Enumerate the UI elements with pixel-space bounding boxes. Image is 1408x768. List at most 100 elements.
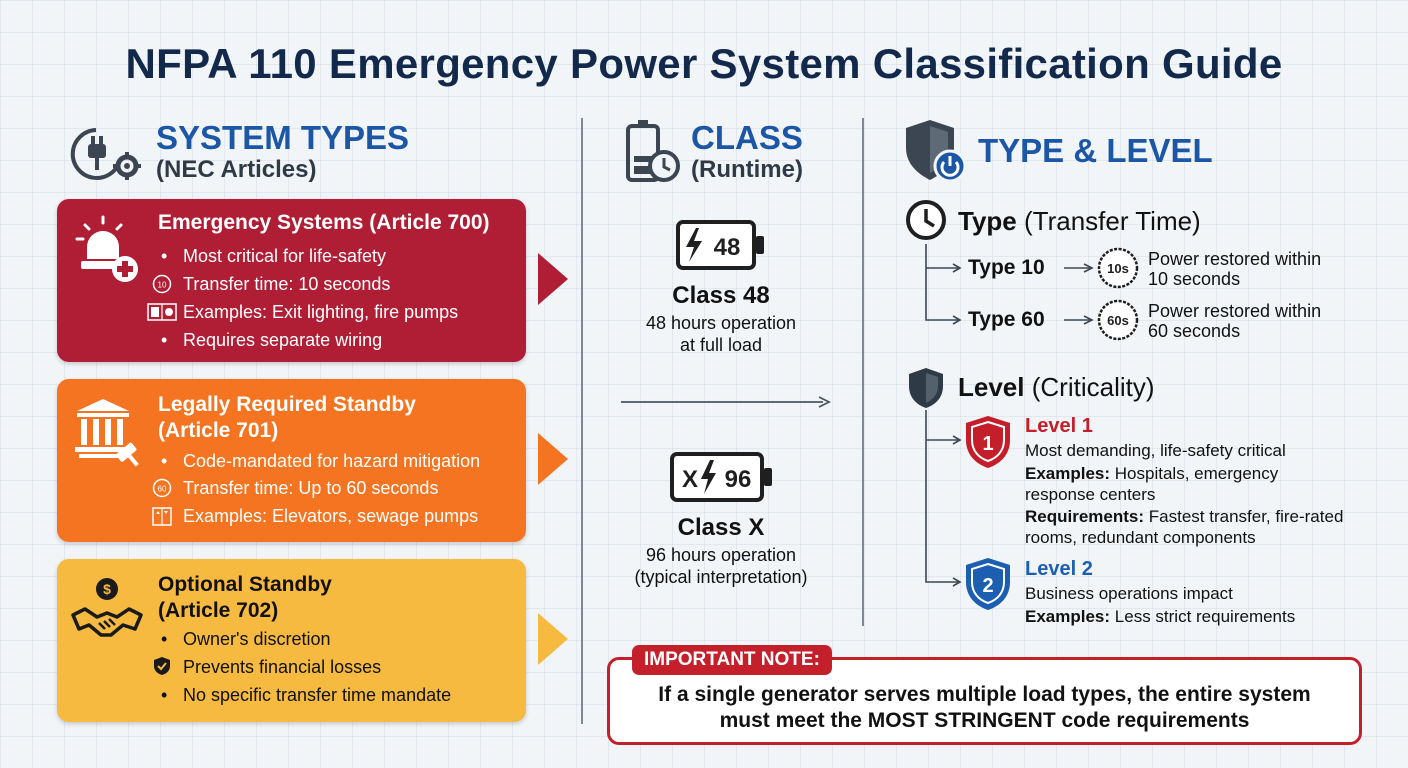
bullet-dot: • bbox=[161, 685, 168, 705]
handshake-dollar-icon: $ bbox=[71, 578, 143, 637]
level-1-requirements-2: rooms, redundant components bbox=[1025, 528, 1256, 547]
level-2-shield-icon: 2 bbox=[966, 558, 1010, 610]
level-1-req-label: Requirements: bbox=[1025, 507, 1145, 526]
optional-line-3: No specific transfer time mandate bbox=[183, 685, 452, 705]
legally-required-card-title-1: Legally Required Standby bbox=[158, 393, 416, 416]
class-48-desc-1: 48 hours operation bbox=[645, 313, 797, 333]
elevator-icon bbox=[152, 507, 172, 526]
battery-48-label: 48 bbox=[714, 234, 741, 261]
type-60-badge: 60s bbox=[1107, 313, 1129, 328]
level-2-examples-text: Less strict requirements bbox=[1114, 607, 1296, 626]
system-types-subheading: (NEC Articles) bbox=[156, 156, 317, 183]
level-1-badge: 1 bbox=[982, 433, 993, 455]
emergency-line-1: Most critical for life-safety bbox=[183, 246, 387, 266]
emergency-line-2: Transfer time: 10 seconds bbox=[183, 274, 391, 294]
type-10-desc-2: 10 seconds bbox=[1148, 269, 1241, 289]
class-48-desc-2: at full load bbox=[679, 335, 763, 355]
page-title: NFPA 110 Emergency Power System Classifi… bbox=[125, 40, 1283, 87]
emergency-line-4: Requires separate wiring bbox=[183, 330, 383, 350]
level-1-title: Level 1 bbox=[1025, 415, 1093, 437]
bullet-dot: • bbox=[161, 330, 168, 350]
level-tree-connectors bbox=[925, 410, 962, 587]
type-level-heading: TYPE & LEVEL bbox=[978, 132, 1213, 169]
type-60-desc-1: Power restored within bbox=[1148, 301, 1322, 321]
class-x-name: Class X bbox=[677, 514, 765, 541]
timer-icon: 10 bbox=[152, 274, 172, 294]
shield-icon bbox=[909, 368, 943, 408]
clock-icon bbox=[906, 200, 946, 240]
type-10-desc-1: Power restored within bbox=[1148, 249, 1322, 269]
emergency-arrow-icon bbox=[538, 253, 568, 305]
note-line-2: must meet the MOST STRINGENT code requir… bbox=[719, 709, 1250, 732]
exit-sign-icon bbox=[147, 303, 177, 321]
level-1-examples-text: Hospitals, emergency bbox=[1114, 464, 1279, 483]
legally-required-card-title-2: (Article 701) bbox=[158, 419, 279, 442]
emergency-line-3: Examples: Exit lighting, fire pumps bbox=[183, 302, 459, 322]
level-2-examples: Examples: Less strict requirements bbox=[1025, 606, 1295, 627]
legally-required-line-3: Examples: Elevators, sewage pumps bbox=[183, 506, 479, 526]
type-header-bold: Type bbox=[958, 206, 1017, 236]
optional-standby-arrow-icon bbox=[538, 613, 568, 665]
timer-badge-text: 10 bbox=[158, 281, 167, 290]
level-1-req-text: Fastest transfer, fire-rated bbox=[1148, 507, 1344, 526]
legally-required-line-2: Transfer time: Up to 60 seconds bbox=[183, 478, 439, 498]
level-header-bold: Level bbox=[958, 372, 1025, 402]
type-10-label: Type 10 bbox=[968, 256, 1045, 279]
emergency-systems-card: Emergency Systems (Article 700) • Most c… bbox=[57, 199, 526, 362]
shield-check-icon bbox=[154, 657, 170, 675]
legally-required-arrow-icon bbox=[538, 433, 568, 485]
type-10-badge: 10s bbox=[1107, 261, 1129, 276]
level-header: Level (Criticality) bbox=[958, 372, 1155, 402]
class-48-name: Class 48 bbox=[672, 282, 770, 309]
optional-standby-card-title-1: Optional Standby bbox=[158, 573, 332, 596]
column-divider-left bbox=[581, 118, 583, 724]
legally-required-line-1: Code-mandated for hazard mitigation bbox=[183, 451, 481, 471]
optional-standby-card: $ Optional Standby (Article 702) • Owner… bbox=[57, 559, 526, 722]
level-header-rest: (Criticality) bbox=[1031, 372, 1155, 402]
level-1-examples-label: Examples: bbox=[1025, 464, 1111, 483]
class-heading: CLASS bbox=[691, 119, 803, 156]
level-2-badge: 2 bbox=[982, 575, 993, 597]
battery-48-icon: 48 bbox=[676, 220, 764, 270]
bullet-dot: • bbox=[161, 246, 168, 266]
svg-text:$: $ bbox=[103, 581, 111, 597]
siren-medical-icon bbox=[75, 215, 138, 282]
level-1-examples: Examples: Hospitals, emergency bbox=[1025, 463, 1278, 484]
level-2-desc: Business operations impact bbox=[1025, 584, 1233, 603]
level-1-examples-2: response centers bbox=[1025, 485, 1156, 504]
type-header-rest: (Transfer Time) bbox=[1024, 206, 1201, 236]
system-types-heading: SYSTEM TYPES bbox=[156, 119, 410, 156]
type-60-desc-2: 60 seconds bbox=[1148, 321, 1241, 341]
timer-icon: 60 bbox=[152, 478, 172, 498]
type-header: Type (Transfer Time) bbox=[958, 206, 1201, 236]
type-tree-connectors bbox=[925, 244, 1094, 325]
column-divider-right bbox=[862, 118, 864, 626]
timer-badge-text: 60 bbox=[158, 485, 167, 494]
emergency-card-title: Emergency Systems (Article 700) bbox=[158, 211, 490, 234]
bullet-dot: • bbox=[161, 629, 168, 649]
optional-standby-card-title-2: (Article 702) bbox=[158, 599, 279, 622]
class-x-desc-2: (typical interpretation) bbox=[634, 567, 808, 587]
class-subheading: (Runtime) bbox=[691, 156, 803, 183]
level-2-examples-label: Examples: bbox=[1025, 607, 1111, 626]
important-note-tag: IMPORTANT NOTE: bbox=[632, 645, 832, 675]
level-1-shield-icon: 1 bbox=[966, 416, 1010, 468]
note-line-1: If a single generator serves multiple lo… bbox=[658, 683, 1311, 706]
optional-line-1: Owner's discretion bbox=[183, 629, 331, 649]
optional-line-2: Prevents financial losses bbox=[183, 657, 382, 677]
courthouse-gavel-icon bbox=[75, 399, 139, 467]
type-60-label: Type 60 bbox=[968, 308, 1045, 331]
battery-clock-icon bbox=[626, 120, 680, 182]
stopwatch-60s-icon: 60s bbox=[1097, 299, 1139, 341]
shield-power-icon bbox=[906, 120, 967, 183]
level-1-desc: Most demanding, life-safety critical bbox=[1025, 441, 1286, 460]
legally-required-standby-card: Legally Required Standby (Article 701) •… bbox=[57, 379, 526, 542]
level-1-requirements: Requirements: Fastest transfer, fire-rat… bbox=[1025, 506, 1343, 527]
bullet-dot: • bbox=[161, 451, 168, 471]
level-2-title: Level 2 bbox=[1025, 558, 1093, 580]
plug-gear-icon bbox=[70, 128, 141, 180]
battery-x96-icon: X 96 bbox=[670, 452, 772, 502]
stopwatch-10s-icon: 10s bbox=[1097, 247, 1139, 289]
battery-96-label: 96 bbox=[725, 466, 752, 493]
class-x-desc-1: 96 hours operation bbox=[645, 545, 797, 565]
